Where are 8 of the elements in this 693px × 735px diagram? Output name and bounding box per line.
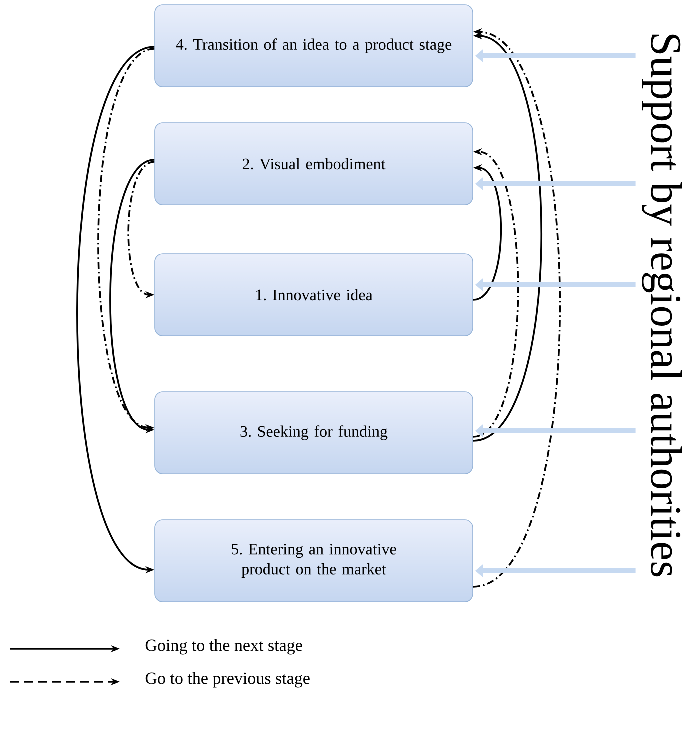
legend-text: Go to the previous stage <box>146 672 310 688</box>
stage-box: 1. Innovative idea <box>154 254 474 336</box>
vertical-label: Support by regional authorities <box>642 34 682 577</box>
stage-box: 2. Visual embodiment <box>154 122 474 206</box>
stage-box: 3. Seeking for funding <box>154 392 474 474</box>
stage-box: 4. Transition of an idea to a product stage <box>154 4 474 88</box>
legend-text: Going to the next stage <box>146 639 302 655</box>
stage-box: 5. Entering an innovative product on the market <box>154 520 474 602</box>
